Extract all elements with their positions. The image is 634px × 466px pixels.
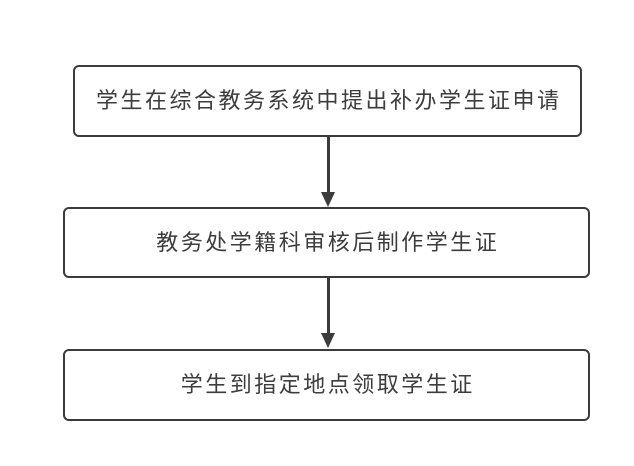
flow-node-step-2: 教务处学籍科审核后制作学生证 (63, 207, 590, 278)
flow-node-step-2-label: 教务处学籍科审核后制作学生证 (156, 229, 500, 255)
flow-node-step-1: 学生在综合教务系统中提出补办学生证申请 (73, 65, 582, 137)
arrow-stem (327, 278, 330, 335)
flow-node-step-3-label: 学生到指定地点领取学生证 (180, 372, 475, 397)
flow-node-step-1-label: 学生在综合教务系统中提出补办学生证申请 (95, 88, 562, 113)
arrow-down-icon (321, 333, 335, 348)
flow-node-step-3: 学生到指定地点领取学生证 (63, 349, 590, 421)
arrow-down-icon (321, 192, 335, 207)
arrow-stem (327, 137, 330, 194)
